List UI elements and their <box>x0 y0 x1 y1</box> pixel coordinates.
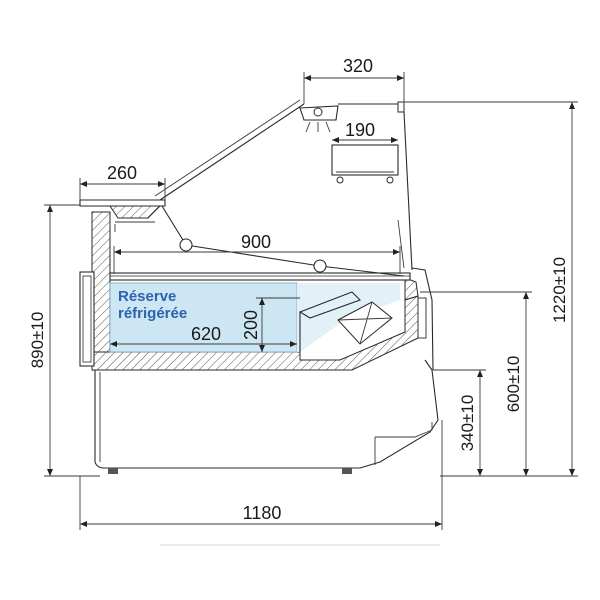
dim-glass-span: 900 <box>241 232 271 252</box>
glass-hinge-left <box>179 238 193 252</box>
dim-lamp-depth: 190 <box>345 120 375 140</box>
dim-base-height: 340±10 <box>458 395 477 452</box>
reserve-area <box>109 282 298 353</box>
glass-hinge-right <box>313 259 327 273</box>
glass-and-canopy <box>154 99 434 371</box>
dim-reserve-depth: 620 <box>191 324 221 344</box>
dim-counter-height: 890±10 <box>28 312 47 369</box>
top-shelf <box>79 199 166 232</box>
reserve-label-line1: Réserve <box>118 288 176 305</box>
dim-total-width: 1180 <box>243 503 282 523</box>
dim-top-width: 320 <box>343 56 373 76</box>
dim-reserve-height: 200 <box>241 310 261 340</box>
display-deck <box>109 272 411 352</box>
dim-total-height: 1220±10 <box>550 257 569 323</box>
dimension-lines <box>44 72 578 546</box>
rear-door-panel <box>79 271 95 367</box>
lamp-tray-detail <box>331 144 399 184</box>
insulated-tank <box>91 211 419 371</box>
dimension-labels: 320 190 260 900 620 200 1180 890±10 1220… <box>28 56 569 523</box>
dim-display-height: 600±10 <box>504 356 523 413</box>
dim-shelf-depth: 260 <box>107 163 137 183</box>
reserve-label-line2: réfrigérée <box>118 305 187 322</box>
cabinet-body <box>94 359 439 474</box>
